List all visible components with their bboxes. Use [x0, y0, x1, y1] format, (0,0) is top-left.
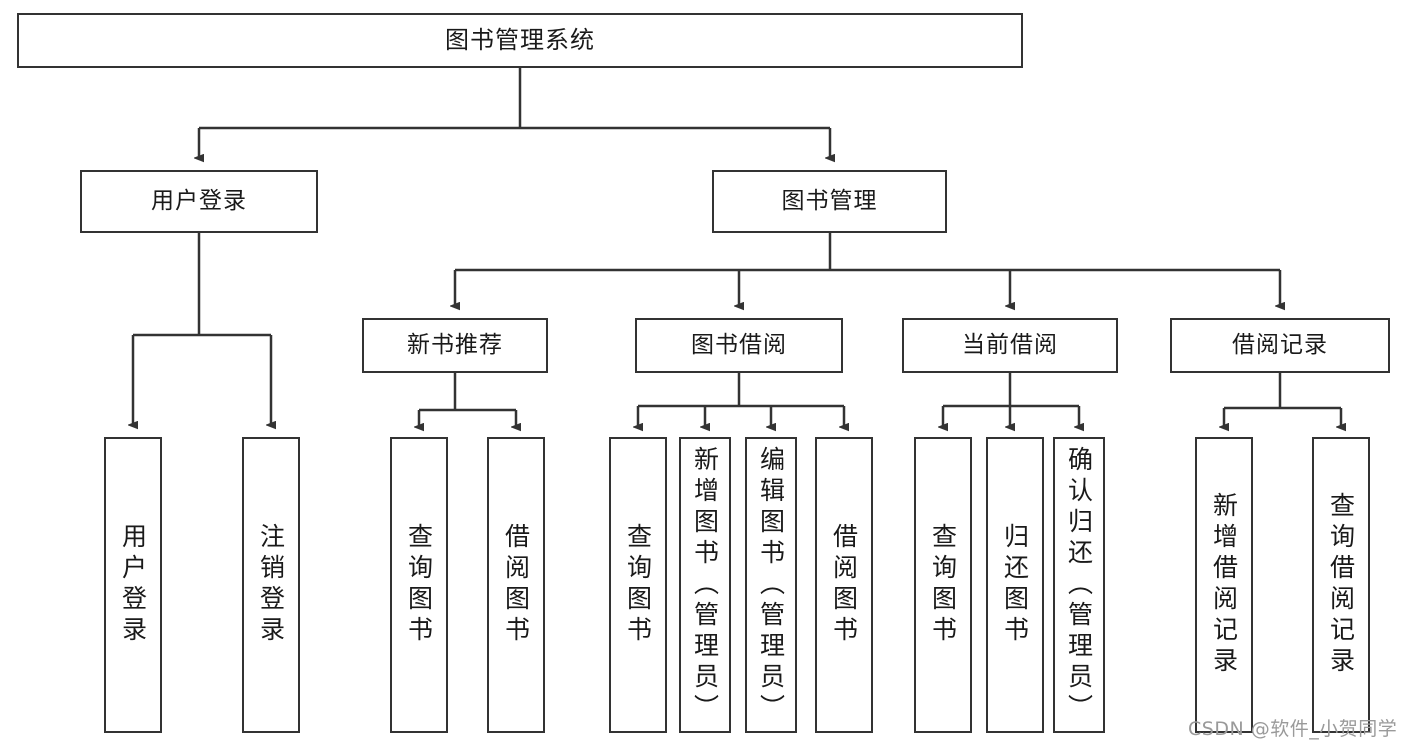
node-book-borrow[interactable]: 图书借阅 — [635, 318, 843, 373]
node-label: 借阅图书 — [501, 523, 531, 647]
node-label: 编辑图书（管理员） — [756, 445, 786, 725]
node-label: 图书借阅 — [691, 331, 787, 358]
node-label: 查询图书 — [623, 523, 653, 647]
node-leaf-query-book-current[interactable]: 查询图书 — [914, 437, 972, 733]
node-label: 借阅记录 — [1232, 331, 1328, 358]
node-leaf-user-logout[interactable]: 注销登录 — [242, 437, 300, 733]
node-label: 新书推荐 — [407, 331, 503, 358]
node-leaf-add-book[interactable]: 新增图书（管理员） — [679, 437, 731, 733]
node-label: 图书管理系统 — [445, 26, 595, 55]
node-label: 确认归还（管理员） — [1064, 445, 1094, 725]
node-label: 新增图书（管理员） — [690, 445, 720, 725]
node-label: 用户登录 — [118, 523, 148, 647]
node-leaf-add-borrow-record[interactable]: 新增借阅记录 — [1195, 437, 1253, 733]
node-label: 查询借阅记录 — [1326, 492, 1356, 678]
node-label: 当前借阅 — [962, 331, 1058, 358]
node-leaf-edit-book[interactable]: 编辑图书（管理员） — [745, 437, 797, 733]
node-label: 借阅图书 — [829, 523, 859, 647]
node-borrow-record[interactable]: 借阅记录 — [1170, 318, 1390, 373]
node-leaf-query-book-borrow[interactable]: 查询图书 — [609, 437, 667, 733]
node-leaf-borrow-book[interactable]: 借阅图书 — [815, 437, 873, 733]
node-label: 查询图书 — [928, 523, 958, 647]
node-leaf-return-book[interactable]: 归还图书 — [986, 437, 1044, 733]
node-label: 归还图书 — [1000, 523, 1030, 647]
node-leaf-user-login[interactable]: 用户登录 — [104, 437, 162, 733]
node-new-book-recommend[interactable]: 新书推荐 — [362, 318, 548, 373]
node-leaf-confirm-return[interactable]: 确认归还（管理员） — [1053, 437, 1105, 733]
node-leaf-query-borrow-record[interactable]: 查询借阅记录 — [1312, 437, 1370, 733]
node-label: 注销登录 — [256, 523, 286, 647]
node-root-system[interactable]: 图书管理系统 — [17, 13, 1023, 68]
node-current-borrow[interactable]: 当前借阅 — [902, 318, 1118, 373]
node-label: 图书管理 — [781, 187, 878, 214]
node-label: 新增借阅记录 — [1209, 492, 1239, 678]
node-leaf-query-book-recommend[interactable]: 查询图书 — [390, 437, 448, 733]
node-leaf-borrow-book-recommend[interactable]: 借阅图书 — [487, 437, 545, 733]
node-label: 用户登录 — [151, 187, 247, 214]
watermark-text: CSDN @软件_小贺同学 — [1188, 718, 1398, 740]
node-label: 查询图书 — [404, 523, 434, 647]
node-user-login[interactable]: 用户登录 — [80, 170, 318, 233]
node-book-manage[interactable]: 图书管理 — [712, 170, 947, 233]
